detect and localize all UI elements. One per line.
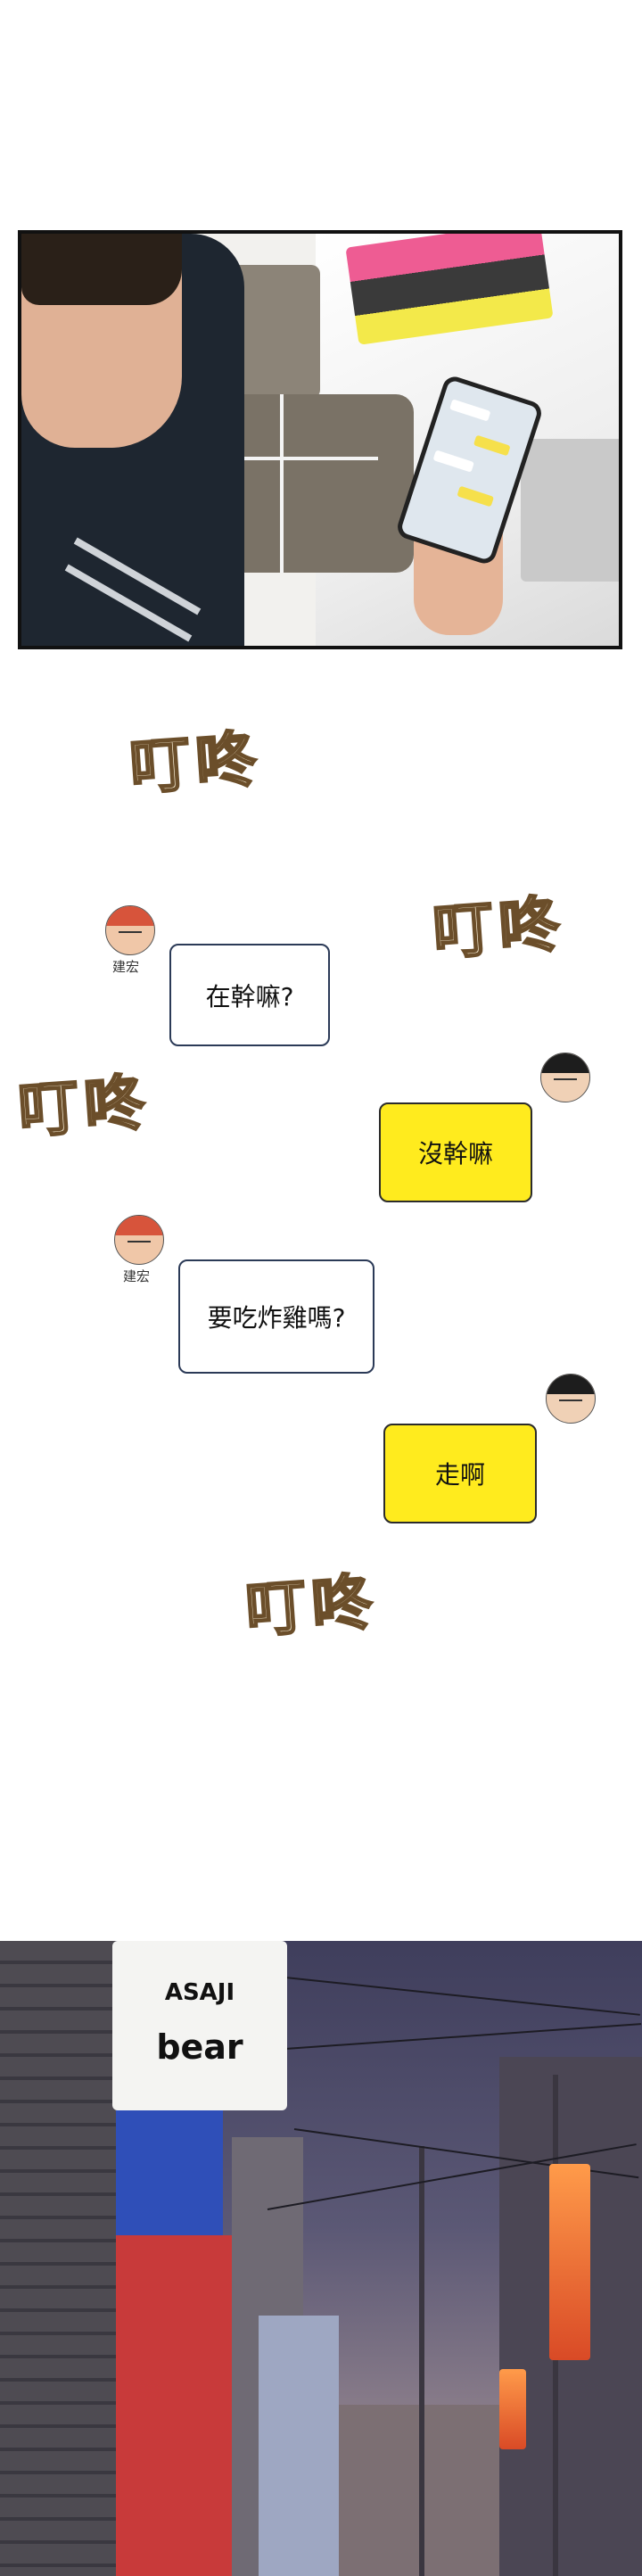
head	[21, 234, 182, 448]
sender-name: 建宏	[123, 1268, 151, 1284]
shop-front	[116, 2235, 232, 2576]
avatar	[546, 1374, 596, 1424]
comic-panel-phone	[18, 230, 622, 649]
chat-bubble: 要吃炸雞嗎?	[178, 1259, 374, 1374]
sender-name: 建宏	[112, 959, 140, 975]
sfx-dingdong: 叮咚	[15, 1066, 154, 1149]
sign-main-text: bear	[156, 2027, 243, 2067]
chat-bubble: 在幹嘛?	[169, 944, 330, 1046]
sfx-dingdong: 叮咚	[127, 722, 266, 805]
sfx-dingdong: 叮咚	[243, 1565, 382, 1648]
chat-bubble: 走啊	[383, 1424, 537, 1523]
laptop	[521, 439, 619, 582]
lantern-sign	[549, 2164, 590, 2360]
building-left	[0, 1941, 116, 2576]
sign-top-text: ASAJI	[164, 1979, 235, 2006]
tower	[259, 2316, 339, 2576]
avatar	[105, 905, 155, 955]
avatar	[540, 1053, 590, 1102]
bear-sign: ASAJI bear	[112, 1941, 287, 2110]
comic-panel-street: ASAJI bear	[0, 1941, 642, 2576]
avatar	[114, 1215, 164, 1265]
lantern-sign	[499, 2369, 526, 2449]
sfx-dingdong: 叮咚	[430, 888, 569, 970]
chat-bubble: 沒幹嘛	[379, 1102, 532, 1202]
